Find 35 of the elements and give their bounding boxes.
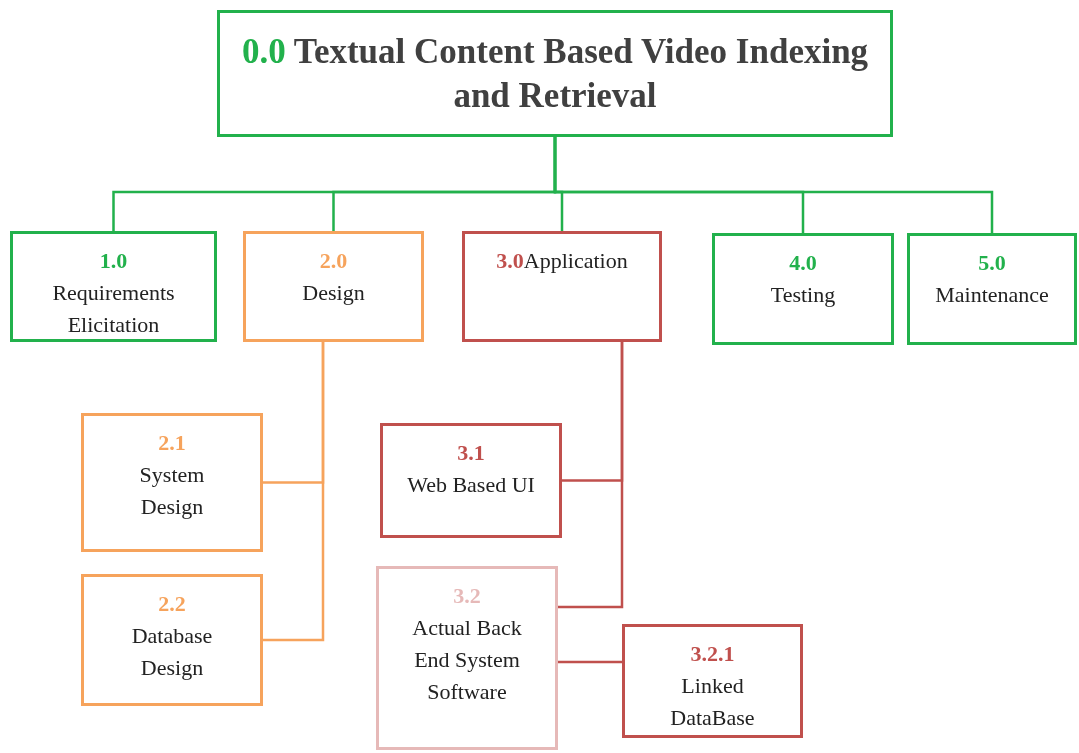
task-number: 3.1 [457, 439, 485, 467]
task-box [81, 413, 263, 552]
task-label: Database Design [130, 621, 214, 682]
task-box [380, 423, 562, 538]
task-number: 5.0 [978, 249, 1006, 277]
title-text: 0.0 Textual Content Based Video Indexing and Retrieval [240, 30, 870, 117]
task-box [10, 231, 217, 342]
connector-line [553, 137, 994, 233]
task-label: Linked DataBase [669, 671, 756, 732]
task-number: 2.0 [319, 247, 348, 275]
task-number: 1.0 [99, 247, 128, 275]
connector-line [558, 342, 624, 609]
task-number: 2.1 [158, 429, 186, 457]
task-label: Testing [770, 280, 836, 309]
task-label: Maintenance [935, 280, 1049, 309]
task-box [462, 231, 662, 342]
task-box [81, 574, 263, 706]
task-box [712, 233, 894, 345]
task-box [907, 233, 1077, 345]
task-box [243, 231, 424, 342]
task-box [376, 566, 558, 750]
task-number: 4.0 [789, 249, 817, 277]
connector-line [558, 660, 622, 664]
task-number: 3.2.1 [690, 640, 735, 668]
task-box [622, 624, 803, 738]
task-label: Actual Back End System Software [411, 613, 523, 706]
task-label: Design [302, 278, 365, 307]
task-label: Web Based UI [407, 470, 535, 499]
connector-line [263, 342, 325, 642]
task-label: System Design [138, 460, 206, 521]
task-number: 2.2 [158, 590, 186, 618]
task-number: 3.2 [453, 582, 481, 610]
task-label: Requirements Elicitation [51, 278, 176, 339]
task-label: 3.0Application [496, 247, 628, 275]
title-box [217, 10, 893, 137]
